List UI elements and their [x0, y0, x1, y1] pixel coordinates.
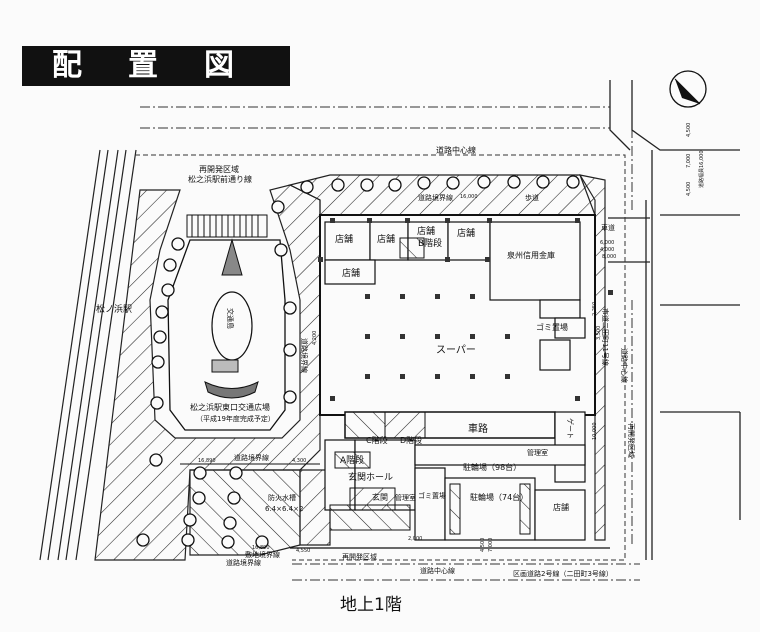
label-plaza-note: （平成19年度完成予定） — [196, 414, 275, 423]
label-shop-4: 店舗 — [457, 227, 475, 239]
dim-4000: 4,000 — [600, 247, 614, 253]
label-bike-parking-98: 駐輪場（98台） — [463, 462, 521, 472]
label-station-road: 松之浜駅前通り線 — [188, 174, 252, 184]
label-c-stairs: C階段 — [366, 435, 388, 445]
label-a-stairs: A階段 — [340, 454, 364, 466]
label-shop-3: 店舗 — [417, 225, 435, 237]
label-fire-tank: 防火水槽 — [268, 493, 296, 502]
dim-6000: 6,000 — [600, 240, 614, 246]
label-roundabout-center: 交通島 — [226, 308, 235, 329]
label-management: 管理室 — [395, 493, 416, 502]
label-entrance: 玄関 — [372, 492, 388, 502]
label-redevelopment-right: 再開発区域 — [627, 423, 636, 458]
hatched-areas — [94, 174, 606, 561]
label-supermarket: スーパー — [436, 344, 476, 356]
label-bank: 泉州信用金庫 — [507, 250, 555, 260]
building-footprint — [319, 214, 596, 541]
floor-label: 地上1階 — [340, 595, 402, 615]
label-road-center-bottom: 道路中心線 — [420, 566, 455, 575]
dim-3500: 3,500 — [596, 326, 602, 340]
dim-4550: 4,550 — [296, 548, 310, 554]
label-shop-1: 店舗 — [335, 233, 353, 245]
dim-4500c: 4,500 — [480, 538, 486, 552]
label-road-boundary-left: 道路境界線 — [234, 453, 269, 462]
label-road-boundary-top: 道路境界線 — [418, 193, 453, 202]
dim-2000: 2,000 — [408, 536, 422, 542]
label-b-stairs: B階段 — [418, 237, 442, 249]
dim-2250: 2,250 — [592, 302, 598, 316]
dim-4500b: 4,500 — [686, 182, 692, 196]
north-arrow-icon — [669, 70, 707, 108]
dim-4500: 4,500 — [686, 123, 692, 137]
label-road-boundary-mid: 道路境界線 — [300, 338, 309, 373]
label-entrance-hall: 玄関ホール — [348, 471, 393, 483]
label-site-boundary: 敷地境界線 — [245, 550, 280, 559]
road-center-lines — [140, 106, 640, 581]
label-d-stairs: D階段 — [400, 435, 422, 445]
railway-tracks — [39, 149, 137, 561]
label-fire-tank-size: 6.4×6.4×2 — [265, 505, 303, 513]
plan-labels: 再開発区域 松之浜駅前通り線 道路中心線 道路境界線 歩道 車道 店舗 店舗 B… — [96, 145, 636, 578]
dim-4200: 4,200 — [312, 331, 318, 345]
label-shop-5: 店舗 — [342, 267, 360, 279]
label-garbage-bottom: ゴミ置場 — [418, 491, 446, 500]
column-grid — [318, 218, 613, 401]
road-edge-lines — [608, 80, 741, 560]
label-garbage: ゴミ置場 — [536, 322, 568, 332]
dim-16890: 16,890 — [198, 458, 216, 464]
label-car-path: 車路 — [468, 422, 488, 435]
dim-7000: 7,000 — [686, 154, 692, 168]
site-boundary-line — [135, 154, 626, 561]
label-gate: ゲート — [566, 418, 575, 439]
dim-7000b: 7,000 — [488, 538, 494, 552]
dim-16000: 16,000 — [460, 194, 478, 200]
label-shop-bottom: 店舗 — [553, 502, 569, 512]
label-bike-parking-74: 駐輪場（74台） — [470, 492, 528, 502]
label-road-center-top: 道路中心線 — [436, 145, 476, 155]
page-title: 配置図 — [22, 46, 290, 86]
dim-10000: 10,000 — [592, 423, 598, 441]
label-plaza: 松之浜駅東口交通広場 — [190, 402, 270, 412]
label-ward-road: 区画道路2号線（二田町3号線） — [513, 569, 613, 578]
dim-16890b: 16,890 — [252, 545, 270, 551]
label-redevelopment-top: 再開発区域 — [199, 164, 239, 174]
traffic-plaza — [167, 214, 286, 431]
dimension-labels: 4,500 7,000 4,500 道路幅員16,000 6,000 4,000… — [198, 123, 705, 554]
dim-8000: 8,000 — [602, 254, 616, 260]
dim-4300: 4,300 — [292, 458, 306, 464]
dim-road-width: 道路幅員16,000 — [698, 151, 705, 189]
label-sidewalk: 歩道 — [525, 193, 539, 202]
label-management-2: 管理室 — [527, 448, 548, 457]
label-roadway: 車道 — [601, 223, 615, 232]
label-road-boundary-bottom: 道路境界線 — [226, 558, 261, 567]
tree-icon — [136, 175, 580, 549]
label-redevelopment-bottom: 再開発区域 — [342, 552, 377, 561]
label-matsunohama-station: 松ノ浜駅 — [96, 303, 132, 315]
label-city-road-right: 市道二田町11号線 — [601, 308, 610, 366]
label-road-center-right: 道路中心線 — [620, 348, 629, 383]
label-shop-2: 店舗 — [377, 233, 395, 245]
